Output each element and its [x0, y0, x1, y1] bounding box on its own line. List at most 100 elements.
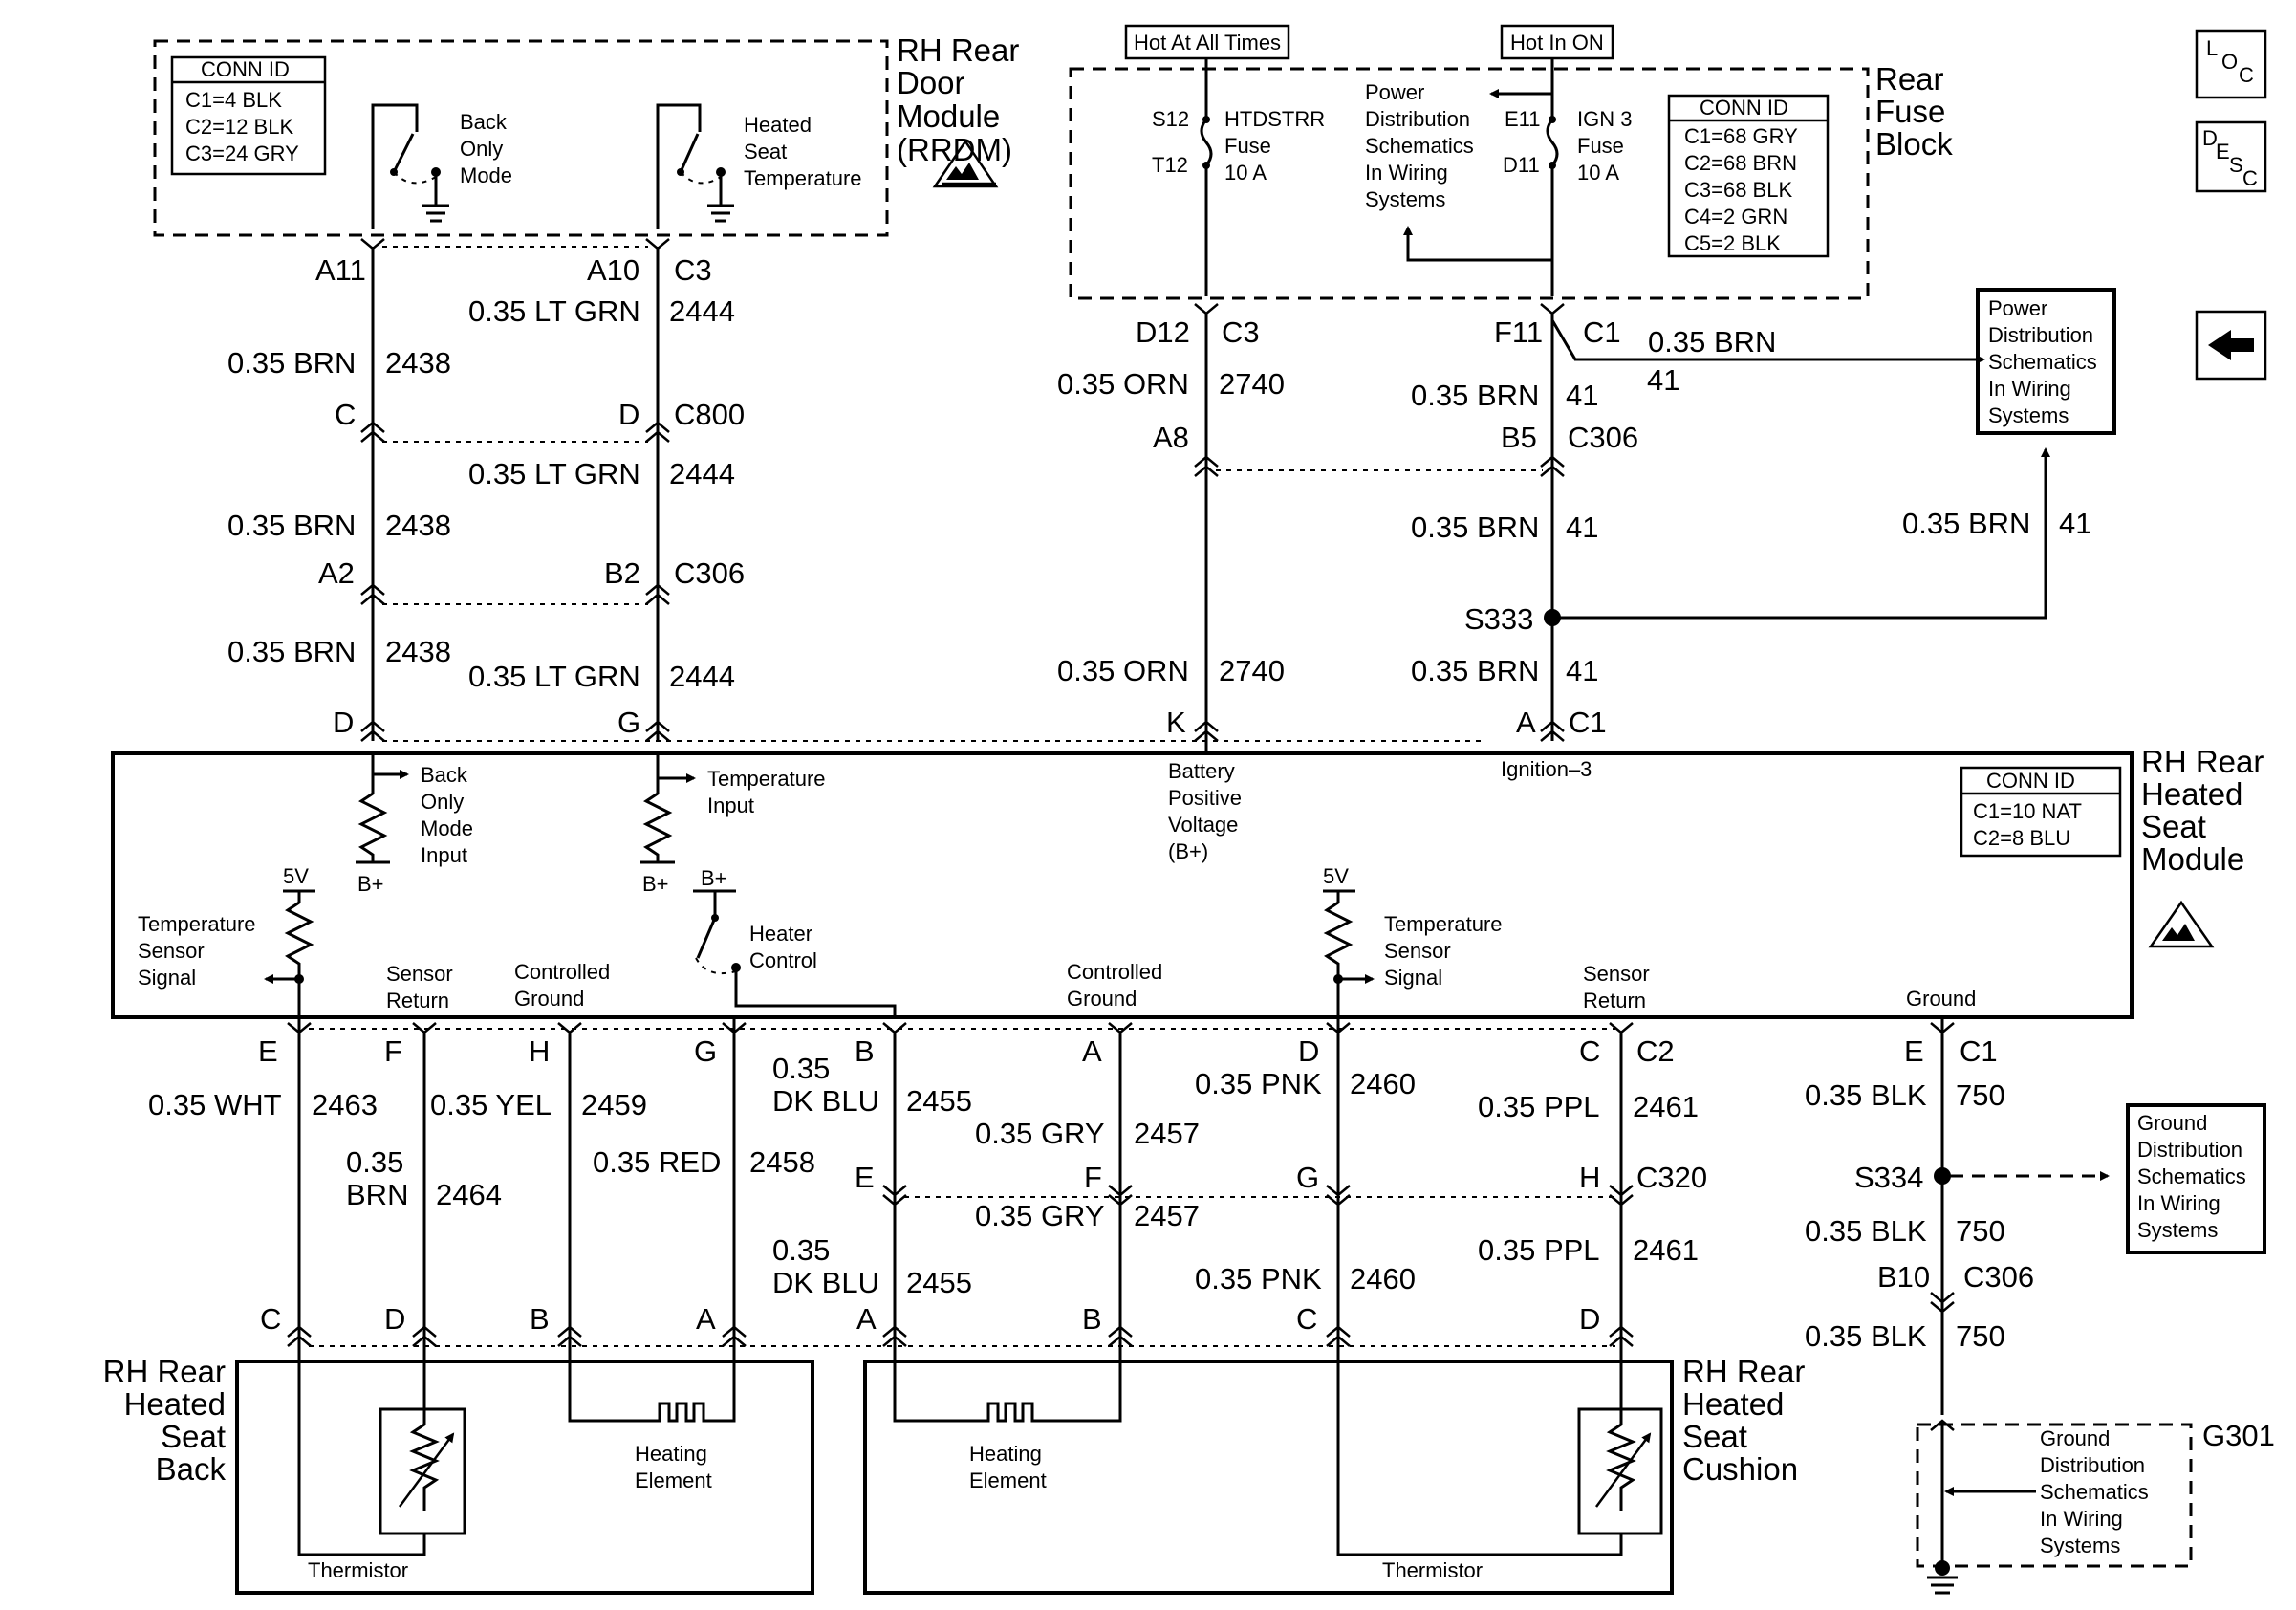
wires-left-c800-label: C800	[674, 398, 745, 431]
wires-right-brn-ckt-label: 41	[1566, 379, 1598, 412]
lower-dkblu-ckt-label: 2455	[906, 1084, 972, 1118]
fuse-block-fuse1-name-1-label: Fuse	[1224, 134, 1271, 158]
wires-right-s333-label: S333	[1464, 602, 1533, 636]
nav-desc-0-label: D	[2202, 126, 2218, 150]
wires-right-mod-k-label: K	[1166, 706, 1186, 739]
wires-left-brn-label: 0.35 BRN	[227, 509, 356, 542]
heated-seat-back: RH Rear Heated Seat Back Thermistor Heat…	[103, 1348, 814, 1595]
nav-loc-1-label: O	[2221, 50, 2238, 74]
lower-bottom-back-pins-C-label: C	[260, 1302, 281, 1336]
lower-brn-1-label: BRN	[346, 1178, 408, 1211]
rrdm-title-lines-2-label: Module	[897, 98, 1000, 134]
fuse-block-fuse2-name-0-label: IGN 3	[1577, 107, 1632, 131]
module-title: RH Rear Heated Seat Module	[2141, 744, 2264, 877]
heated-seat-module: RH Rear Heated Seat Module CONN ID C1=10…	[111, 741, 2264, 1019]
module-title-lines-1-label: Heated	[2141, 776, 2242, 812]
seat-back-title-lines-1-label: Heated	[124, 1386, 226, 1422]
module-sensor-return-1-label: Return	[386, 989, 449, 1012]
lower-wht-label: 0.35 WHT	[148, 1088, 282, 1121]
module-temp-sensor-0-label: Temperature	[1384, 912, 1503, 936]
module-batt-2-label: Voltage	[1168, 813, 1238, 837]
module-back-input-1-label: Only	[421, 790, 464, 814]
left-circuits: 0.35 LT GRN 2444 0.35 BRN 2438 C D C800 …	[227, 238, 1482, 742]
nav-loc-2-label: C	[2239, 63, 2254, 87]
pd-box-3-label: In Wiring	[1988, 377, 2071, 401]
lower-pins-top-D-label: D	[1298, 1034, 1319, 1068]
g301-text-3-label: In Wiring	[2040, 1507, 2123, 1531]
ground-distribution-reference[interactable]: Ground Distribution Schematics In Wiring…	[2126, 1103, 2266, 1254]
ign3-fuse: E11 D11 IGN 3 Fuse 10 A	[1403, 58, 1632, 296]
wires-left-brn-label: 0.35 BRN	[227, 635, 356, 668]
rrdm-conn-id-rows-0-label: C1=4 BLK	[185, 88, 282, 112]
lower-pnk-ckt-label: 2460	[1350, 1067, 1416, 1100]
rrdm-conn-id-header-label: CONN ID	[201, 57, 290, 81]
lower-gd-text-3-label: In Wiring	[2137, 1191, 2220, 1215]
lower-gry-ckt-label: 2457	[1134, 1117, 1200, 1150]
lower-pins-top-C2-label: C2	[1636, 1034, 1675, 1068]
module-sensor-return-0-label: Sensor	[386, 962, 453, 986]
lower-blk-ckt-label: 750	[1956, 1078, 2005, 1112]
back-arrow-button[interactable]	[2195, 310, 2267, 381]
lower-pins-top-E2-label: E	[1904, 1034, 1924, 1068]
wires-left-c800-c-label: C	[335, 398, 356, 431]
wires-left-mod-g-label: G	[617, 706, 640, 739]
lower-ppl-label: 0.35 PPL	[1478, 1090, 1600, 1123]
nav-desc-2-label: S	[2229, 153, 2243, 177]
loc-button[interactable]: L O C	[2195, 29, 2267, 99]
wires-right-orn-label: 0.35 ORN	[1057, 654, 1189, 687]
power-distribution-reference[interactable]: Power Distribution Schematics In Wiring …	[1976, 288, 2116, 435]
lower-gd-text-0-label: Ground	[2137, 1111, 2207, 1135]
lower-brn-ckt-label: 2464	[436, 1178, 502, 1211]
fuse-block-fuse2-bot-label: D11	[1503, 153, 1540, 177]
module-temp-input-1-label: Input	[707, 794, 754, 817]
fuse-block-conn-id-rows-3-label: C4=2 GRN	[1684, 205, 1787, 228]
seat-cushion-title-lines-1-label: Heated	[1682, 1386, 1784, 1422]
wires-right-orn-ckt-label: 2740	[1219, 367, 1285, 401]
lower-gd-text-2-label: Schematics	[2137, 1164, 2246, 1188]
lower-s334-label: S334	[1854, 1161, 1923, 1194]
lower-pins-top-C-label: C	[1579, 1034, 1600, 1068]
heating-element-cushion: Heating Element	[893, 1348, 1122, 1492]
wires-left-c800-d-label: D	[618, 398, 639, 431]
module-temp-input-0-label: Temperature	[707, 767, 826, 791]
esd-icon	[2148, 900, 2215, 948]
rrdm-switch-back-1-label: Only	[460, 137, 503, 161]
module-temp-sensor-2-label: Signal	[1384, 966, 1442, 990]
g301-text-0-label: Ground	[2040, 1426, 2110, 1450]
seat-back-title-lines-3-label: Back	[156, 1451, 227, 1487]
module-bplus-label: B+	[357, 872, 384, 896]
wires-right-brn-ckt-label: 41	[1566, 654, 1598, 687]
wires-left-grn-ckt-label: 2444	[669, 660, 735, 693]
pd-box-2-label: Schematics	[1988, 350, 2097, 374]
module-title-lines-2-label: Seat	[2141, 809, 2206, 844]
desc-button[interactable]: D E S C	[2195, 120, 2267, 193]
fuse-block-conn-id-rows-4-label: C5=2 BLK	[1684, 231, 1781, 255]
fuse-block-boundary	[1069, 67, 1870, 300]
module-back-input-0-label: Back	[421, 763, 468, 787]
fuse-block-pd-text-3-label: In Wiring	[1365, 161, 1448, 185]
lower-gry-label: 0.35 GRY	[975, 1199, 1105, 1232]
rrdm-switch-heat-0-label: Heated	[744, 113, 812, 137]
wires-right-brn-label: 0.35 BRN	[1411, 654, 1539, 687]
thermistor-back: Thermistor	[297, 1348, 466, 1582]
module-conn-id-header-label: CONN ID	[1986, 769, 2075, 793]
rrdm-pins-a11-label: A11	[315, 253, 366, 287]
nav-loc-0-label: L	[2206, 36, 2218, 60]
lower-bottom-back-pins-A-label: A	[696, 1302, 716, 1336]
lower-pins-top-C1-label: C1	[1960, 1034, 1998, 1068]
wires-right-b5-label: B5	[1501, 421, 1537, 454]
thermistor-cushion: Thermistor	[1336, 1348, 1663, 1582]
wires-left-grn-label: 0.35 LT GRN	[468, 457, 640, 490]
fuse-block-conn-id-rows-0-label: C1=68 GRY	[1684, 124, 1798, 148]
module-controlled-ground-1-label: Ground	[1067, 987, 1137, 1011]
wires-left-grn-label: 0.35 LT GRN	[468, 660, 640, 693]
wires-left-grn-ckt-label: 2444	[669, 294, 735, 328]
lower-blk-ckt-label: 750	[1956, 1319, 2005, 1353]
seat-back-heating-0-label: Heating	[635, 1442, 707, 1466]
module-temp-sensor-1-label: Sensor	[138, 939, 205, 963]
wires-left-brn-ckt-label: 2438	[385, 509, 451, 542]
module-conn-id-rows-0-label: C1=10 NAT	[1973, 799, 2082, 823]
lower-red-ckt-label: 2458	[749, 1145, 815, 1179]
lower-pnk-ckt-label: 2460	[1350, 1262, 1416, 1295]
rrdm-switch-heat-1-label: Seat	[744, 140, 787, 163]
